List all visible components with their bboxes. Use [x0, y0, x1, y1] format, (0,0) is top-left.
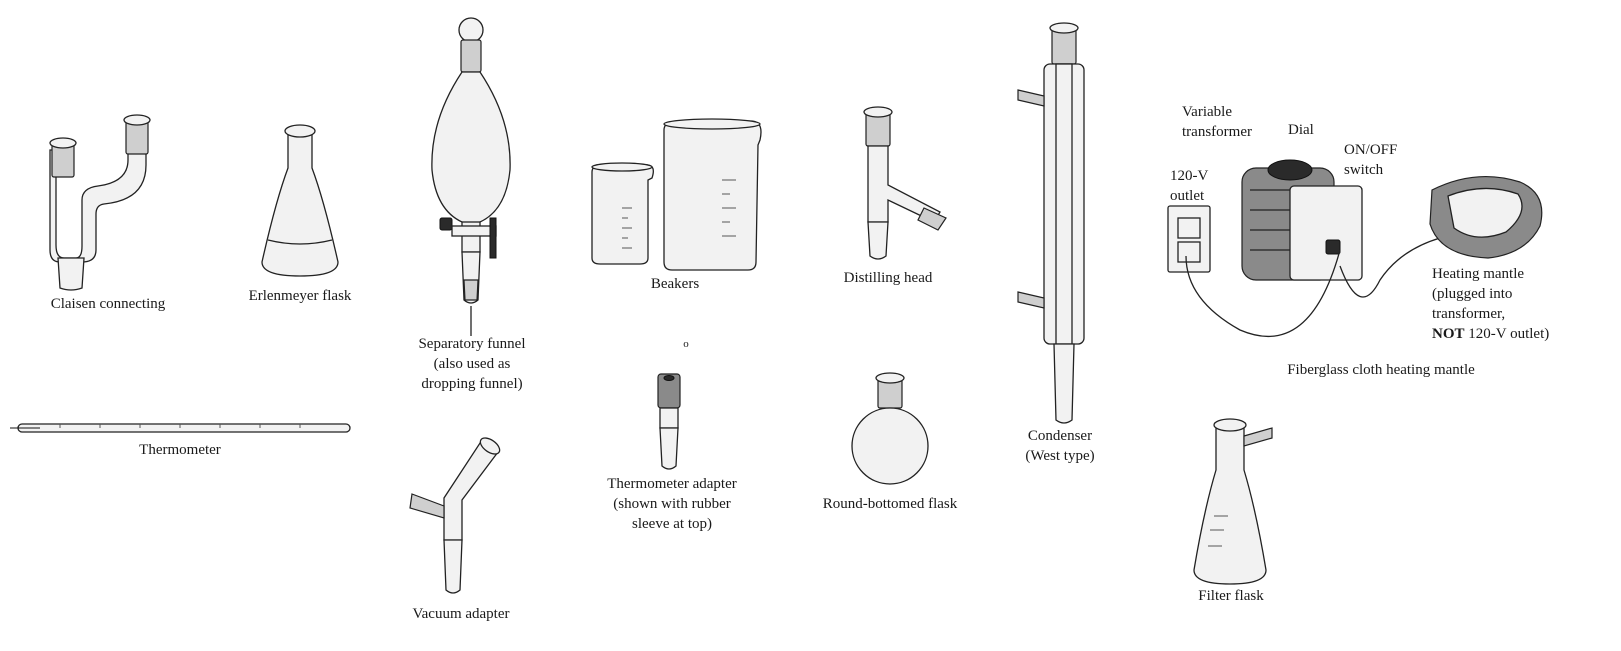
dial-label: Dial — [1288, 122, 1314, 138]
vacuum-adapter-icon — [409, 437, 501, 594]
beakers-label: Beakers — [650, 276, 700, 292]
vacuum-adapter-label: Vacuum adapter — [412, 606, 510, 622]
thermometer-adapter-icon — [657, 373, 681, 470]
distilling-head-label: Distilling head — [843, 270, 933, 286]
round-bottomed-flask-label: Round-bottomed flask — [822, 496, 958, 512]
outlet-label-line-2: outlet — [1170, 188, 1205, 204]
thermometer-adapter-label: Thermometer adapter (shown with rubber s… — [590, 474, 754, 534]
distilling-head-icon — [863, 106, 947, 260]
separatory-funnel-icon — [431, 17, 511, 336]
stray-mark-label: o — [683, 338, 689, 350]
separatory-funnel-label-line-2: (also used as — [433, 356, 511, 372]
variable-transformer-label: Variable transformer — [1182, 102, 1252, 142]
thermometer-adapter-label-line-3: sleeve at top) — [632, 516, 712, 532]
condenser-label-line-2: (West type) — [1025, 448, 1095, 464]
thermometer-adapter-label-line-1: Thermometer adapter — [607, 476, 737, 492]
claisen-connecting-label: Claisen connecting — [50, 296, 166, 312]
heating-mantle-label-line-4: NOT 120-V outlet) — [1432, 324, 1549, 344]
heating-mantle-not-emphasis: NOT — [1432, 326, 1465, 342]
separatory-funnel-label-line-1: Separatory funnel — [418, 336, 526, 352]
condenser-label: Condenser (West type) — [1010, 426, 1110, 466]
separatory-funnel-label: Separatory funnel (also used as dropping… — [402, 334, 542, 394]
beakers-icon — [591, 118, 762, 271]
on-off-switch-label: ON/OFF switch — [1344, 140, 1397, 180]
heating-mantle-label: Heating mantle (plugged into transformer… — [1432, 264, 1549, 344]
thermometer-icon — [10, 423, 351, 433]
variable-transformer-label-line-2: transformer — [1182, 124, 1252, 140]
separatory-funnel-label-line-3: dropping funnel) — [421, 376, 523, 392]
thermometer-label: Thermometer — [139, 442, 221, 458]
heating-mantle-caption: Fiberglass cloth heating mantle — [1287, 362, 1475, 378]
heating-mantle-label-line-2: (plugged into — [1432, 286, 1513, 302]
erlenmeyer-flask-icon — [261, 124, 339, 277]
heating-mantle-label-line-1: Heating mantle — [1432, 266, 1525, 282]
thermometer-adapter-label-line-2: (shown with rubber — [613, 496, 731, 512]
condenser-label-line-1: Condenser — [1027, 428, 1093, 444]
filter-flask-label: Filter flask — [1198, 588, 1264, 604]
condenser-icon — [1017, 22, 1085, 424]
erlenmeyer-flask-label: Erlenmeyer flask — [248, 288, 352, 304]
outlet-label-line-1: 120-V — [1170, 168, 1209, 184]
heating-mantle-line-4-rest: 120-V outlet) — [1464, 326, 1550, 342]
claisen-connecting-icon — [49, 114, 151, 291]
heating-setup-icon — [1167, 159, 1543, 338]
heating-mantle-label-line-3: transformer, — [1432, 306, 1506, 322]
variable-transformer-label-line-1: Variable — [1182, 104, 1232, 120]
round-bottomed-flask-icon — [851, 372, 929, 485]
filter-flask-icon — [1193, 418, 1273, 585]
on-off-switch-label-line-2: switch — [1344, 162, 1384, 178]
on-off-switch-label-line-1: ON/OFF — [1344, 142, 1398, 158]
outlet-label: 120-V outlet — [1170, 166, 1208, 206]
